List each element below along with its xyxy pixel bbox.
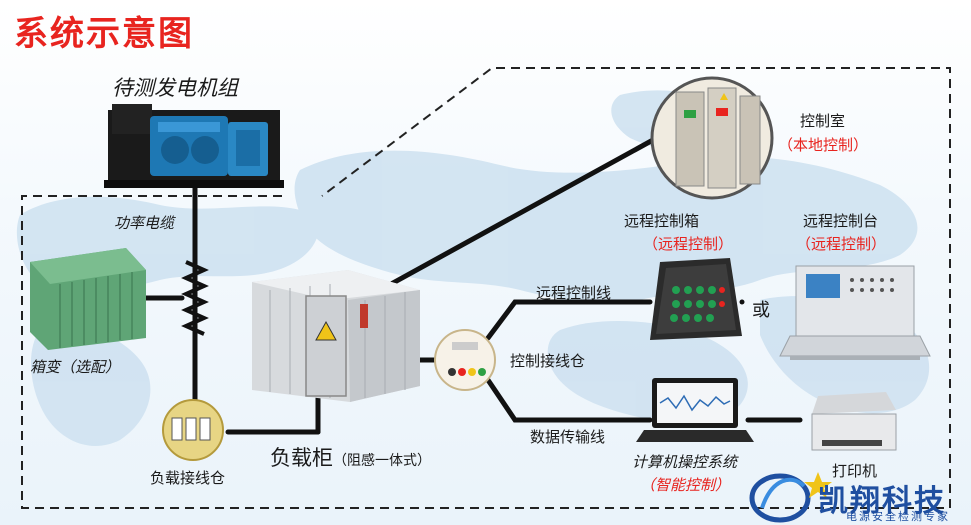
remote-desk-sub: （远程控制） [796, 235, 887, 253]
control-room-image [650, 76, 774, 200]
box-transformer-label: 箱变（选配） [30, 358, 121, 376]
logo-subtitle: 电源安全检测专家 [846, 510, 950, 523]
remote-box-label: 远程控制箱 [624, 212, 700, 230]
load-cabinet-caption: 负载柜（阻感一体式） [270, 442, 431, 472]
printer-image [811, 392, 897, 451]
computer-image [636, 378, 754, 442]
control-room-sub: （本地控制） [778, 136, 869, 154]
load-cabinet-image [252, 270, 420, 402]
remote-desk-label: 远程控制台 [803, 212, 879, 230]
box-transformer-image [30, 248, 146, 350]
remote-control-desk-image [779, 265, 931, 360]
kaixiang-logo-mark [749, 472, 832, 523]
system-boundary-dashed [21, 67, 951, 509]
generator-label: 待测发电机组 [112, 76, 238, 100]
remote-control-line [485, 299, 653, 341]
load-cabinet-label: 负载柜 [270, 446, 333, 470]
remote-control-line-label: 远程控制线 [536, 284, 612, 302]
computer-label: 计算机操控系统 [632, 453, 738, 471]
control-wiring-bin-label: 控制接线仓 [510, 352, 586, 370]
load-cabinet-sub: （阻感一体式） [333, 453, 431, 469]
logo-text: 凯翔科技 [818, 484, 946, 519]
remote-box-sub: （远程控制） [643, 235, 734, 253]
or-label: 或 [752, 300, 770, 321]
printer-label: 打印机 [832, 462, 878, 480]
data-line-label: 数据传输线 [530, 428, 606, 446]
data-line [485, 377, 653, 423]
cable-twist-marks [181, 260, 209, 336]
remote-control-box-image [650, 258, 742, 340]
computer-sub: （智能控制） [640, 476, 731, 494]
generator-set-image [104, 104, 284, 188]
control-room-label: 控制室 [800, 112, 846, 130]
load-wiring-bin-image [162, 399, 224, 461]
power-cable-label: 功率电缆 [114, 214, 175, 232]
page-title: 系统示意图 [14, 14, 194, 54]
load-wiring-bin-label: 负载接线仓 [150, 469, 226, 487]
control-wiring-bin-image [434, 329, 496, 391]
